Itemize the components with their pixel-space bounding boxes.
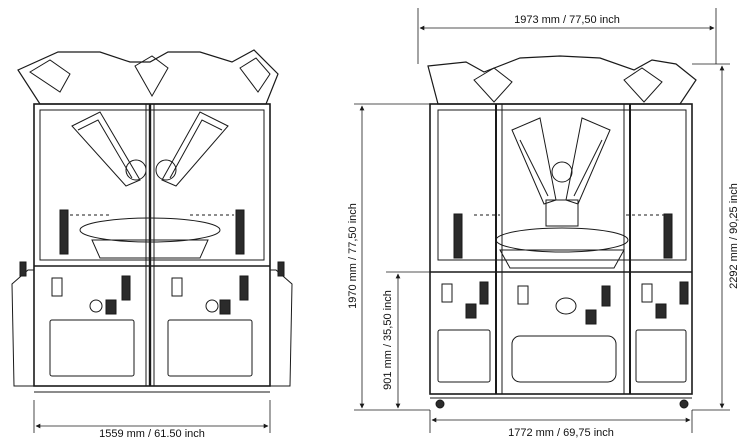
right-top-width-dimension: 1973 mm / 77,50 inch: [417, 8, 717, 64]
left-width-dimension: 1559 mm / 61.50 inch: [33, 400, 271, 440]
right-machine: [427, 55, 697, 409]
left-frame: [33, 103, 271, 387]
cabinet-height-dimension: 1970 mm / 77,50 inch: [347, 103, 430, 411]
right-bottom-width-dimension: 1772 mm / 69,75 inch: [429, 410, 693, 439]
left-width-label: 1559 mm / 61.50 inch: [99, 428, 205, 439]
right-top-width-label: 1973 mm / 77,50 inch: [514, 14, 620, 26]
base-height-dimension: 901 mm / 35,50 inch: [382, 271, 430, 409]
total-height-dimension: 2292 mm / 90,25 inch: [692, 63, 740, 411]
cabinet-height-label: 1970 mm / 77,50 inch: [347, 203, 359, 309]
right-canopy: [427, 55, 697, 105]
right-bottom-width-label: 1772 mm / 69,75 inch: [508, 427, 614, 439]
left-machine: [11, 49, 293, 393]
base-height-label: 901 mm / 35,50 inch: [382, 290, 394, 390]
right-frame: [429, 103, 693, 395]
total-height-label: 2292 mm / 90,25 inch: [728, 183, 740, 289]
